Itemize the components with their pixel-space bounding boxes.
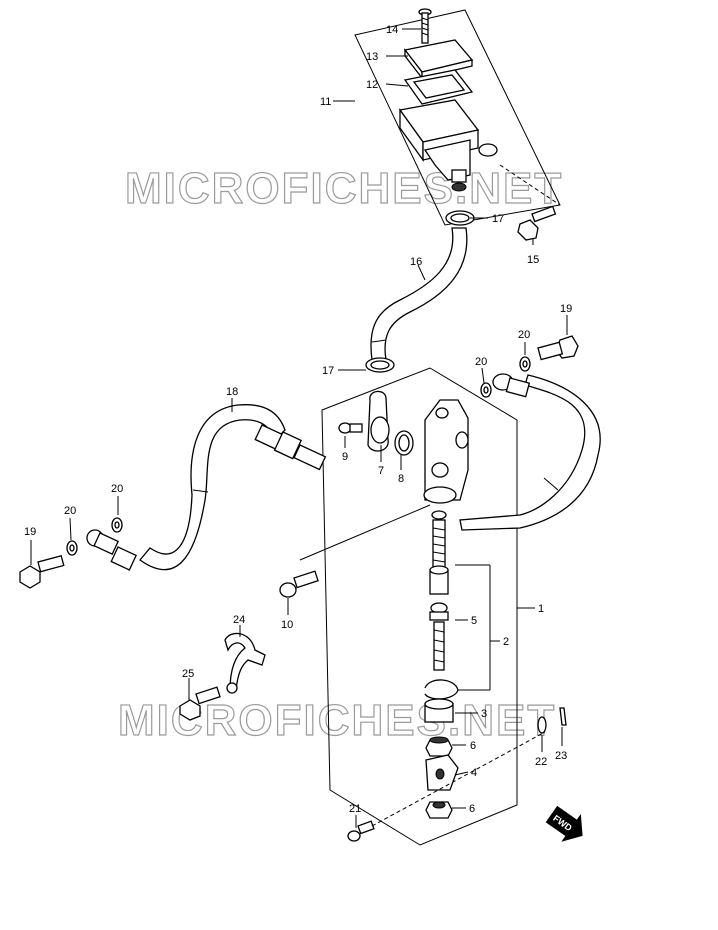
hose-clamp-lower [365, 357, 395, 373]
banjo-washer-left-b [111, 517, 123, 533]
circlip [424, 679, 459, 700]
callout-20-left-b: 20 [111, 483, 123, 495]
callout-19-left: 19 [24, 526, 36, 538]
forward-direction-arrow: FWD [545, 805, 583, 842]
cylinder-mount-bolt [279, 570, 319, 598]
callout-25: 25 [182, 668, 194, 680]
callout-18: 18 [226, 386, 238, 398]
brake-hose-right [459, 373, 601, 531]
callout-22: 22 [535, 756, 547, 768]
lock-nut-upper [425, 736, 453, 757]
callout-21: 21 [349, 803, 361, 815]
watermark-top: MICROFICHES.NET [125, 164, 563, 213]
reservoir-body [398, 99, 498, 192]
banjo-washer-right-b [519, 356, 531, 372]
clevis [425, 754, 459, 791]
master-cylinder-frame [321, 367, 518, 846]
callout-16: 16 [410, 256, 422, 268]
callout-4: 4 [471, 767, 477, 779]
leader-lines [30, 28, 568, 828]
reservoir-screw [418, 8, 432, 44]
callout-5: 5 [471, 615, 477, 627]
reservoir-mount-bolt [517, 205, 557, 241]
callout-11: 11 [320, 96, 331, 108]
master-cylinder-body [423, 399, 469, 504]
callout-10: 10 [281, 619, 293, 631]
callout-12: 12 [366, 79, 378, 91]
callout-3: 3 [481, 708, 487, 720]
clevis-pin [347, 820, 375, 842]
callout-20-right-a: 20 [475, 356, 487, 368]
banjo-bolt-left [19, 554, 65, 589]
callout-14: 14 [386, 24, 398, 36]
callout-17-lower: 17 [322, 365, 334, 377]
callout-2: 2 [503, 636, 509, 648]
banjo-bolt-right [537, 335, 579, 361]
hose-guide-bracket [224, 632, 266, 694]
callout-6-lower: 6 [469, 803, 475, 815]
pin-washer [537, 716, 547, 734]
callout-17-upper: 17 [492, 213, 504, 225]
brake-hose [86, 404, 327, 571]
callout-1: 1 [538, 603, 544, 615]
callout-23: 23 [555, 750, 567, 762]
hose-clamp-upper [445, 210, 475, 226]
callout-13: 13 [366, 51, 378, 63]
push-rod-assembly [429, 510, 449, 671]
rod-boot [424, 698, 454, 723]
cotter-pin [559, 707, 567, 726]
callout-6-upper: 6 [470, 740, 476, 752]
callout-19-right: 19 [560, 303, 572, 315]
callout-20-right-b: 20 [518, 329, 530, 341]
banjo-washer-left-a [66, 540, 78, 556]
hose-joint [338, 390, 414, 456]
callout-15: 15 [527, 254, 539, 266]
banjo-washer-right-a [480, 382, 492, 398]
callout-8: 8 [398, 473, 404, 485]
callout-labels: 11 12 13 14 15 16 17 17 18 19 20 20 20 2… [24, 24, 572, 815]
callout-20-left-a: 20 [64, 505, 76, 517]
bracket-bolt [179, 686, 221, 721]
callout-24: 24 [233, 614, 245, 626]
lock-nut-lower [425, 801, 453, 819]
callout-9: 9 [342, 451, 348, 463]
callout-7: 7 [378, 465, 384, 477]
